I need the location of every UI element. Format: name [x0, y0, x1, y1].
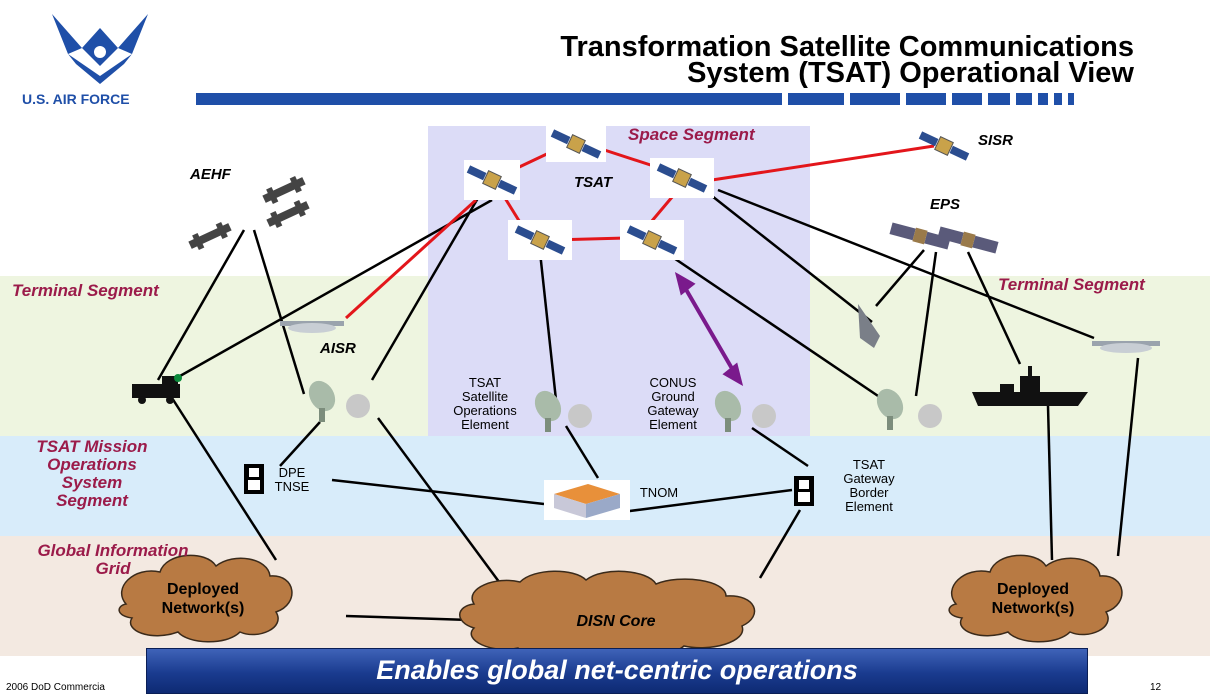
sisr-satellite: [918, 131, 970, 161]
space-segment-label: Space Segment: [628, 125, 755, 144]
conus-ground-gateway-element-label: CONUS Ground Gateway Element: [647, 375, 699, 432]
gig-segment-label: Global Information Grid: [37, 541, 189, 578]
tsat-satellite-5: [620, 220, 684, 260]
ground-terminal-soe: [534, 390, 592, 432]
title-line-1: Transformation Satellite Communications: [560, 31, 1134, 63]
tsat-satellite-4: [508, 220, 572, 260]
server-icon-tgbe: [794, 476, 814, 506]
cloud-left-label: Deployed Network(s): [161, 581, 245, 617]
ground-terminal-conus: [714, 390, 776, 432]
eps-satellites: [889, 222, 999, 254]
header-rule-segments: [788, 93, 1148, 105]
summary-banner: Enables global net-centric operations: [146, 648, 1088, 694]
air-force-wings-icon: [52, 14, 148, 84]
gateway-link: [674, 271, 744, 387]
logo-text: U.S. AIR FORCE: [22, 91, 130, 107]
aisr-label: AISR: [320, 340, 356, 357]
footer-source: 2006 DoD Commercia: [6, 682, 105, 693]
links: [156, 188, 1140, 622]
page-number: 12: [1150, 682, 1162, 693]
tsat-satellite-2: [464, 160, 520, 200]
page-title: Transformation Satellite Communications …: [314, 31, 1134, 89]
cloud-right: [948, 554, 1123, 643]
satellite-operations-element-label: TSAT Satellite Operations Element: [453, 375, 517, 432]
terminal-segment-label-left: Terminal Segment: [12, 281, 159, 300]
sisr-label: SISR: [978, 132, 1014, 149]
ship-icon: [972, 366, 1088, 406]
aisr-uav-icon: [280, 321, 344, 333]
tmos-segment-label: TSAT Mission Operations System Segment: [36, 437, 148, 510]
ground-terminal-dsgs: [308, 380, 370, 422]
uav-icon: [1092, 341, 1160, 353]
ground-terminal-right: [876, 388, 942, 430]
tsat-gateway-border-element-label: TSAT Gateway Border Element: [843, 457, 895, 514]
tsat-label: TSAT: [574, 174, 613, 191]
title-line-2: System (TSAT) Operational View: [687, 57, 1134, 89]
eps-label: EPS: [930, 196, 961, 213]
server-icon-dpe: [244, 464, 264, 494]
cloud-right-label: Deployed Network(s): [991, 581, 1075, 617]
header-rule: [196, 93, 782, 105]
tsat-satellite-1: [546, 126, 606, 162]
terminal-segment-label-right: Terminal Segment: [998, 275, 1145, 294]
air-force-logo: U.S. AIR FORCE: [22, 14, 148, 107]
ground-vehicle-icon: [132, 374, 182, 404]
tnom-building-icon: [544, 480, 630, 520]
bomber-icon: [858, 304, 880, 348]
aehf-label: AEHF: [190, 166, 231, 183]
tnom-label: TNOM: [639, 485, 679, 500]
tsat-satellite-3: [650, 158, 714, 198]
dpe-tnse-label: DPE TNSE: [274, 465, 310, 494]
cloud-left: [118, 554, 293, 643]
disn-core-label: DISN Core: [576, 613, 656, 630]
aehf-satellites: [188, 175, 310, 251]
